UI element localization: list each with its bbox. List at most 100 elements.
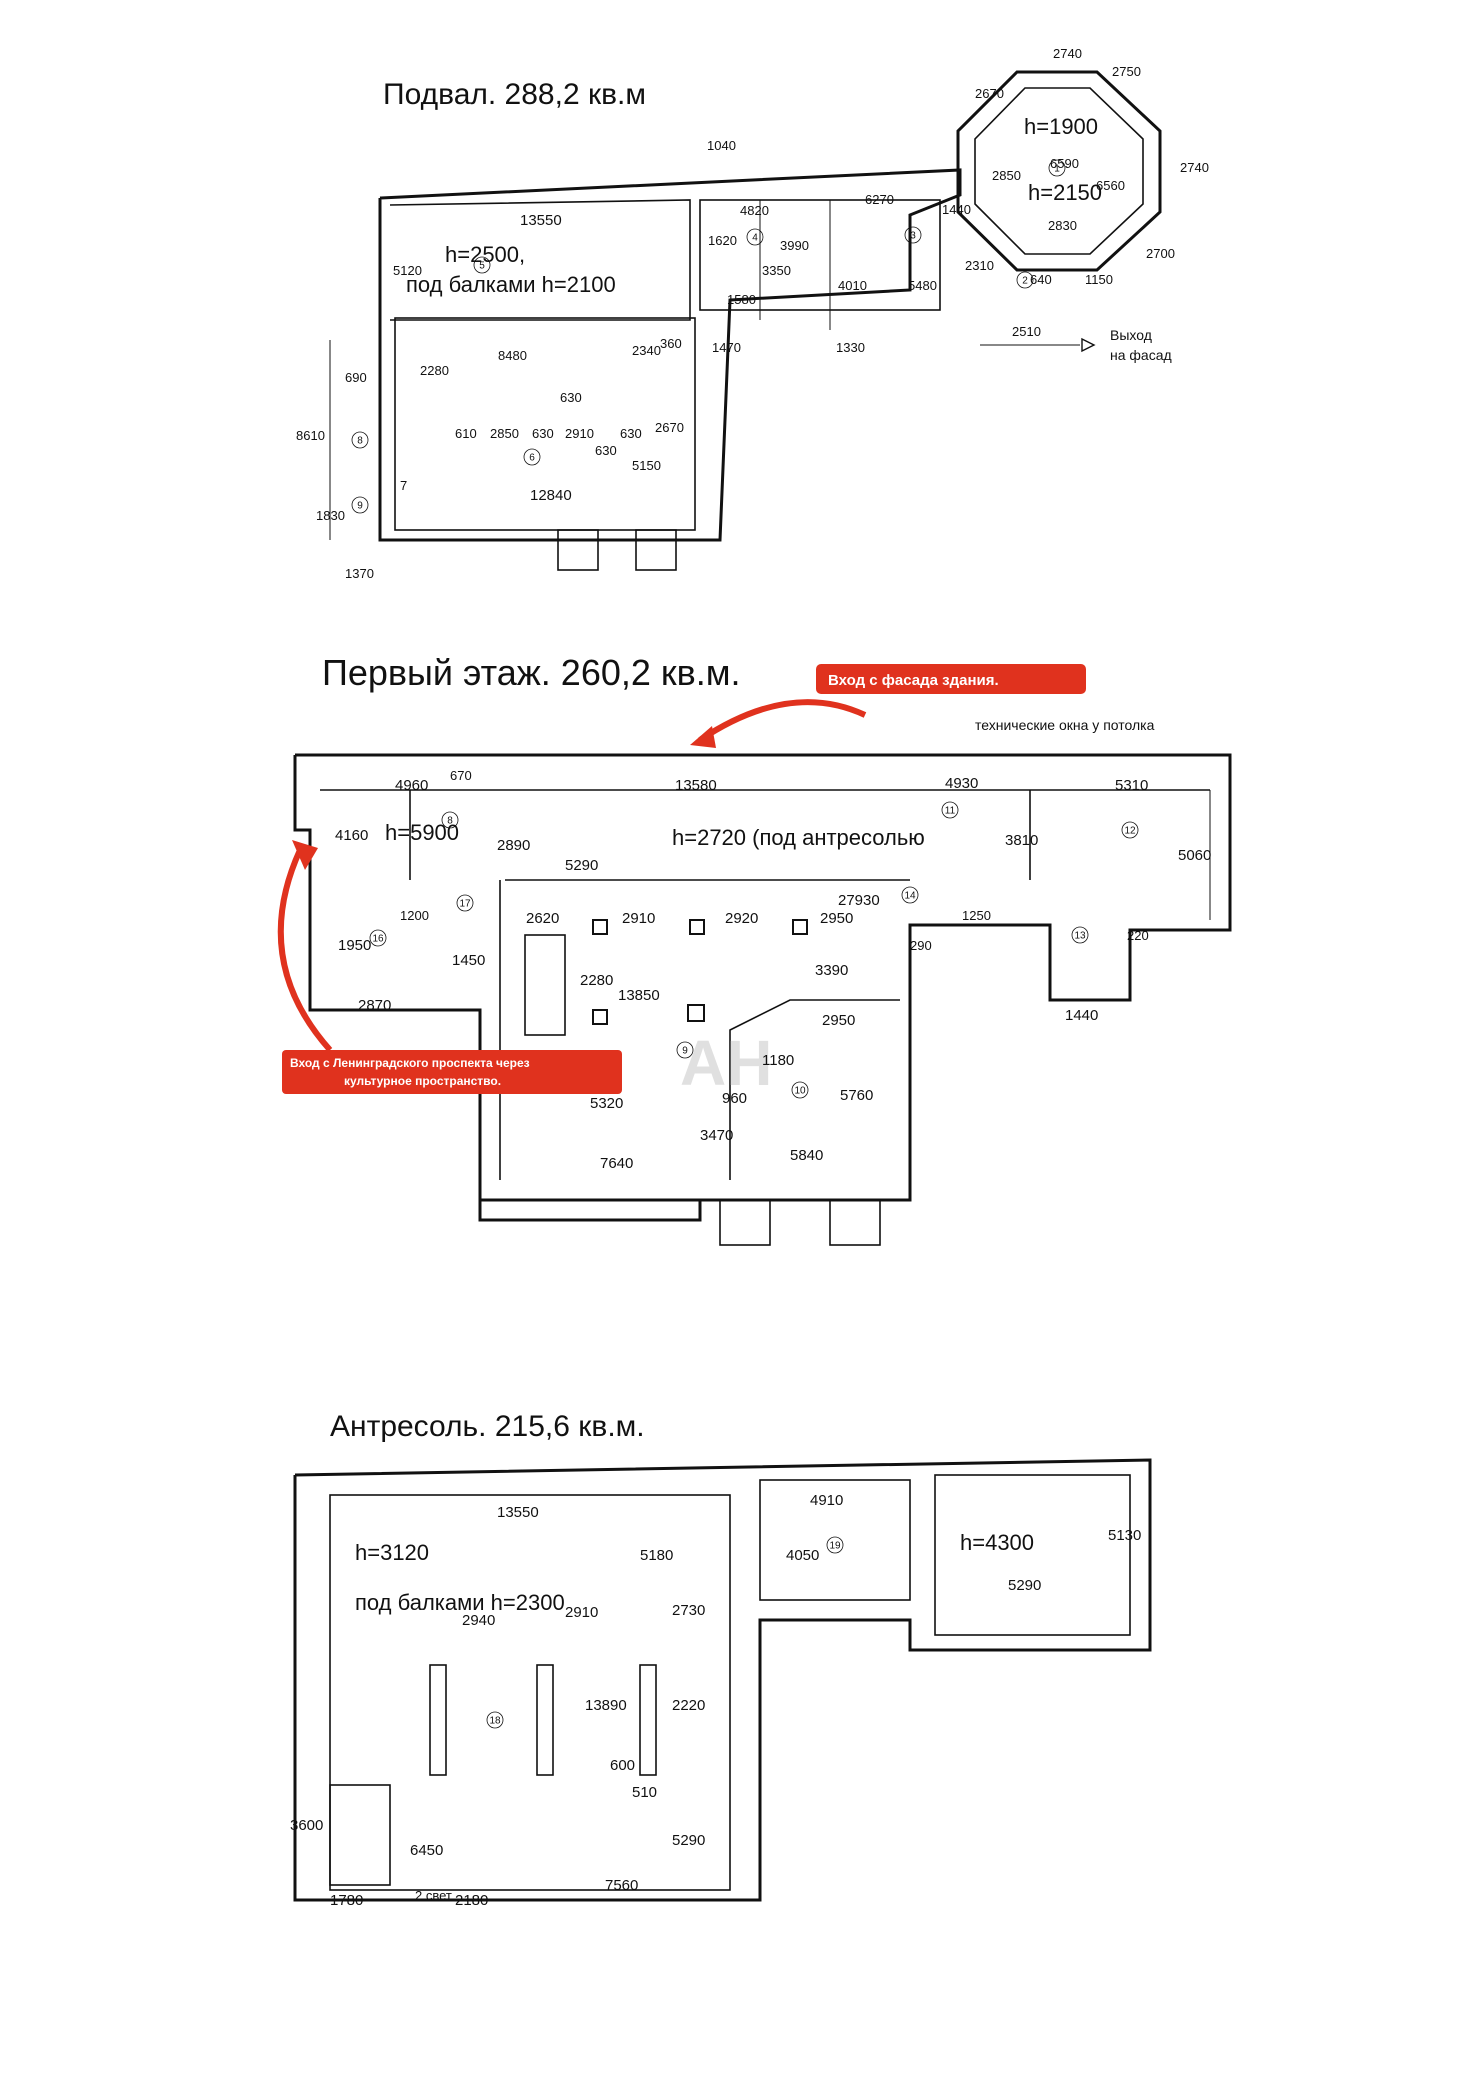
dim: 2280 — [580, 972, 613, 989]
room-number: 11 — [945, 806, 956, 817]
room-number: 17 — [459, 899, 471, 910]
dim: 1040 — [707, 138, 736, 153]
basement-height-beams: под балками h=2100 — [406, 272, 616, 297]
basement-dimensions: 2740 2750 2670 2740 2850 6590 6560 2830 … — [296, 46, 1209, 581]
dim: 1950 — [338, 937, 371, 954]
room-number-marker — [826, 1536, 844, 1554]
exit-arrow-icon — [1081, 337, 1096, 353]
room-number: 5 — [479, 261, 485, 272]
dim: 7 — [400, 478, 407, 493]
room-number-marker — [746, 228, 764, 246]
dim: 13580 — [675, 777, 717, 794]
dim: 2950 — [822, 1012, 855, 1029]
mezzanine-plan: Антресоль. 215,6 кв.м. h=3120 под балкам… — [290, 1410, 1152, 1909]
mezzanine-title: Антресоль. 215,6 кв.м. — [330, 1410, 645, 1443]
room-number: 18 — [489, 1716, 501, 1727]
dim: 630 — [560, 390, 582, 405]
room-number-marker — [351, 496, 369, 514]
room-number-marker — [1071, 926, 1089, 944]
mezzanine-height-3: h=4300 — [960, 1530, 1034, 1555]
column-marker — [792, 919, 808, 935]
dim: 1250 — [962, 908, 991, 923]
dim: 2750 — [1112, 64, 1141, 79]
dim: 6450 — [410, 1842, 443, 1859]
room-number: 14 — [904, 891, 916, 902]
dim: 8480 — [498, 348, 527, 363]
room-number-marker — [941, 801, 959, 819]
dim: 2340 — [632, 343, 661, 358]
callout-leningrad-box — [282, 1050, 622, 1094]
mezzanine-outer-wall — [293, 1458, 1152, 1902]
dim: 220 — [1127, 928, 1149, 943]
first-floor-outer-wall — [295, 753, 1232, 1222]
leningrad-arrow — [277, 848, 333, 1052]
basement-outer-wall — [378, 168, 962, 542]
dim: 5150 — [632, 458, 661, 473]
basement-room-6 — [394, 317, 696, 531]
dim: 1470 — [712, 340, 741, 355]
beam-2 — [536, 1664, 554, 1776]
dim: 2850 — [490, 426, 519, 441]
dim: 12840 — [530, 487, 572, 504]
first-floor-window-1 — [719, 1199, 771, 1246]
room-number: 19 — [829, 1541, 841, 1552]
dim: 630 — [620, 426, 642, 441]
dim: 27930 — [838, 892, 880, 909]
staircase — [524, 934, 566, 1036]
dim: 5180 — [640, 1547, 673, 1564]
callout-leningrad-text-1: Вход с Ленинградского проспекта через — [290, 1056, 530, 1070]
dim: 5840 — [790, 1147, 823, 1164]
basement-exit-label-2: на фасад — [1110, 347, 1172, 363]
dim: 5060 — [1178, 847, 1211, 864]
dim: 600 — [610, 1757, 635, 1774]
dim: 360 — [660, 336, 682, 351]
dim: 1450 — [452, 952, 485, 969]
first-floor-dimensions: 4960 670 13580 4930 5310 4160 2890 5290 … — [335, 768, 1211, 1172]
dim: 1180 — [762, 1052, 794, 1069]
dim: 630 — [595, 443, 617, 458]
callout-facade-box — [816, 664, 1086, 694]
callout-leningrad-text-2: культурное пространство. — [344, 1074, 501, 1088]
dim: 2310 — [965, 258, 994, 273]
dim: 2910 — [622, 910, 655, 927]
dim: 5320 — [590, 1095, 623, 1112]
dim: 2670 — [975, 86, 1004, 101]
dim: 6560 — [1096, 178, 1125, 193]
dim: 7640 — [600, 1155, 633, 1172]
room-number: 13 — [1074, 931, 1086, 942]
dim: 13550 — [520, 212, 562, 229]
dim: 5310 — [1115, 777, 1148, 794]
mezzanine-staircase — [329, 1784, 391, 1886]
octagon-room-inner — [974, 87, 1144, 255]
column-marker — [689, 919, 705, 935]
room-number: 3 — [910, 231, 916, 242]
first-floor-plan: Первый этаж. 260,2 кв.м. Вход с фасада з… — [277, 652, 1232, 1246]
mezzanine-dimensions: 13550 4910 5130 4050 5290 5180 2940 2910… — [290, 1492, 1141, 1909]
first-floor-window-2 — [829, 1199, 881, 1246]
dim: 2700 — [1146, 246, 1175, 261]
room-number-marker — [904, 226, 922, 244]
dim: 2670 — [655, 420, 684, 435]
room-number: 9 — [357, 501, 363, 512]
dim: 13850 — [618, 987, 660, 1004]
dim: 5290 — [565, 857, 598, 874]
room-10-wall — [729, 999, 900, 1180]
dim: 4160 — [335, 827, 368, 844]
basement-height-room-5: h=2500, — [445, 242, 525, 267]
basement-height-octagon-2: h=2150 — [1028, 180, 1102, 205]
dim: 2890 — [497, 837, 530, 854]
dim: 1330 — [836, 340, 865, 355]
octagon-room-outer — [956, 70, 1162, 272]
tech-windows-note: технические окна у потолка — [975, 717, 1155, 733]
dim: 4010 — [838, 278, 867, 293]
dim: 1580 — [727, 292, 756, 307]
mezzanine-room-19 — [759, 1479, 911, 1601]
first-floor-height-2: h=2720 (под антресолью — [672, 825, 925, 850]
dim: 5130 — [1108, 1527, 1141, 1544]
dim: 2220 — [672, 1697, 705, 1714]
room-number: 9 — [682, 1046, 688, 1057]
dim: 2920 — [725, 910, 758, 927]
dim: 1370 — [345, 566, 374, 581]
dim: 290 — [910, 938, 932, 953]
room-number-marker — [473, 256, 491, 274]
